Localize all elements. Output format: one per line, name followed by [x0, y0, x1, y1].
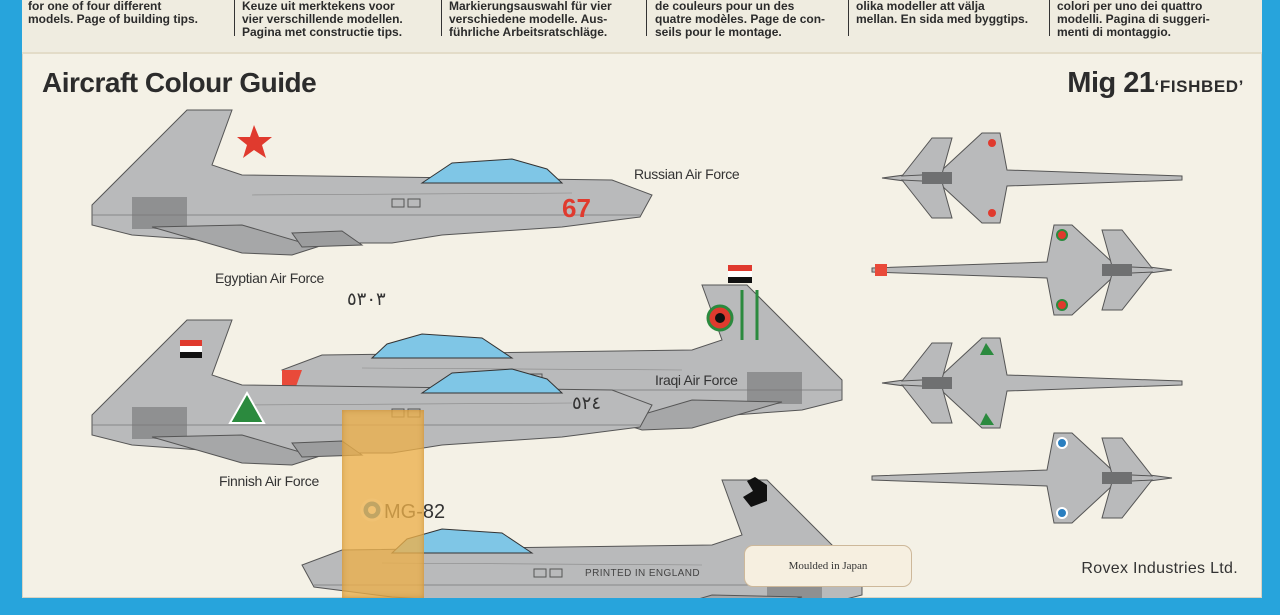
aircraft-russian: 67 [91, 109, 653, 256]
header-col-german: Markierungsauswahl für vier verschiedene… [449, 0, 612, 39]
model-title: Mig 21‘FISHBED’ [1067, 67, 1244, 100]
instruction-sheet: for one of four different models. Page o… [22, 0, 1262, 598]
header-col-french: de couleurs pour un des quatre modèles. … [655, 0, 826, 39]
page-title: Aircraft Colour Guide [42, 67, 317, 98]
planform-russian [881, 132, 1183, 224]
label-finnish-air-force: Finnish Air Force [219, 473, 319, 489]
model-nickname: ‘FISHBED’ [1154, 77, 1244, 96]
label-egyptian-air-force: Egyptian Air Force [215, 270, 324, 286]
label-iraqi-air-force: Iraqi Air Force [655, 372, 738, 388]
divider [646, 0, 647, 36]
aircraft-artwork: 67 ٥٣٠٣ ٥٢٤ [91, 109, 1183, 598]
company-name: Rovex Industries Ltd. [1081, 560, 1238, 577]
moulded-in-label: Moulded in Japan [744, 545, 912, 587]
planform-finnish [871, 432, 1173, 524]
planform-iraqi [881, 337, 1183, 429]
aircraft-iraqi: ٥٢٤ [91, 319, 653, 466]
label-russian-air-force: Russian Air Force [634, 166, 740, 182]
model-name: Mig 21 [1067, 67, 1155, 99]
serial-iraqi: ٥٢٤ [572, 393, 601, 414]
divider [848, 0, 849, 36]
planform-egyptian [871, 224, 1173, 316]
adhesive-tape [342, 410, 424, 598]
aircraft-finnish [301, 477, 863, 598]
printed-in-note: PRINTED IN ENGLAND [585, 568, 700, 579]
serial-egyptian: ٥٣٠٣ [347, 289, 386, 310]
header-col-english: for one of four different models. Page o… [28, 0, 199, 26]
divider [441, 0, 442, 36]
divider [1049, 0, 1050, 36]
serial-russian: 67 [562, 193, 591, 223]
header-col-swedish: olika modeller att välja mellan. En sida… [856, 0, 1029, 26]
multilingual-header: for one of four different models. Page o… [22, 0, 1262, 54]
red-star-roundel [237, 125, 272, 158]
divider [234, 0, 235, 36]
aircraft-egyptian [281, 265, 843, 431]
header-col-italian: colori per uno dei quattro modelli. Pagi… [1057, 0, 1210, 39]
header-col-dutch: Keuze uit merktekens voor vier verschill… [242, 0, 403, 39]
